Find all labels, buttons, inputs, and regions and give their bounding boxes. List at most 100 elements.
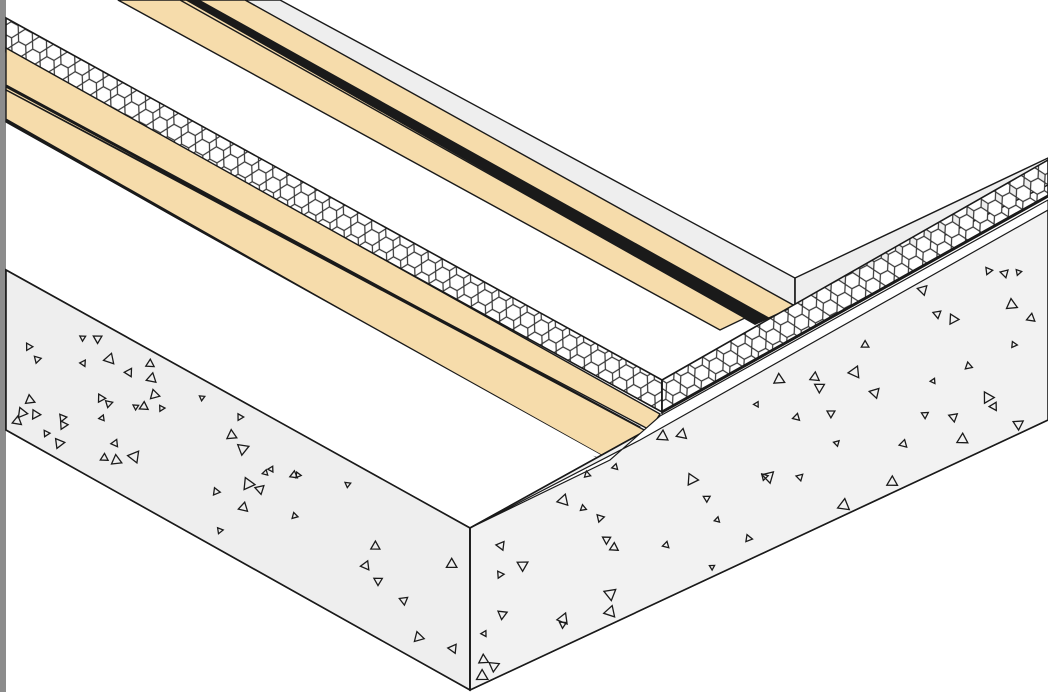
aggregate-speck (947, 412, 959, 424)
aggregate-speck (832, 439, 841, 448)
aggregate-speck (655, 428, 669, 441)
aggregate-speck (102, 352, 115, 365)
aggregate-speck (836, 497, 851, 511)
aggregate-speck (579, 503, 588, 512)
aggregate-speck (149, 388, 162, 400)
aggregate-speck (144, 371, 157, 384)
aggregate-speck (260, 468, 269, 477)
aggregate-speck (602, 588, 617, 602)
aggregate-speck (760, 470, 775, 485)
aggregate-speck (702, 495, 712, 504)
aggregate-speck (31, 408, 43, 421)
aggregate-speck (558, 621, 568, 630)
aggregate-speck (608, 541, 620, 552)
aggregate-speck (359, 559, 370, 571)
aggregate-speck (920, 411, 930, 421)
aggregate-speck (446, 643, 457, 655)
aggregate-speck (97, 413, 105, 422)
aggregate-speck (243, 476, 257, 491)
aggregate-speck (987, 401, 997, 412)
aggregate-speck (791, 412, 801, 422)
aggregate-speck (236, 443, 251, 457)
aggregate-speck (488, 661, 501, 674)
floor-surface (6, 124, 610, 460)
aggregate-speck (216, 526, 225, 535)
aggregate-speck (477, 652, 490, 664)
aggregate-speck (516, 561, 530, 573)
aggregate-speck (931, 310, 942, 320)
aggregate-speck (983, 390, 996, 405)
aggregate-speck (583, 469, 592, 478)
upper-timber-strips (117, 0, 797, 331)
aggregate-speck (496, 570, 506, 580)
aggregate-speck (1005, 297, 1019, 310)
aggregate-speck (291, 511, 300, 520)
aggregate-speck (159, 404, 167, 413)
left-edge-strip (0, 0, 6, 692)
aggregate-speck (212, 486, 222, 497)
insulation-mesh-layer (5, 16, 1048, 414)
aggregate-speck (928, 377, 936, 385)
aggregate-speck (712, 515, 721, 523)
aggregate-speck (369, 539, 382, 550)
aggregate-speck (78, 359, 87, 368)
aggregate-speck (708, 564, 716, 572)
concrete-aggregate-speckles (10, 266, 1036, 681)
aggregate-speck (343, 481, 352, 489)
aggregate-speck (109, 438, 119, 448)
aggregate-speck (225, 428, 238, 440)
aggregate-speck (494, 540, 505, 552)
aggregate-speck (885, 474, 899, 486)
aggregate-speck (867, 387, 880, 400)
aggregate-speck (674, 427, 688, 440)
aggregate-speck (1011, 420, 1025, 432)
aggregate-speck (131, 404, 140, 412)
aggregate-speck (198, 395, 206, 403)
aggregate-speck (92, 335, 104, 345)
aggregate-speck (237, 500, 249, 513)
aggregate-speck (846, 364, 860, 379)
aggregate-speck (58, 413, 69, 424)
aggregate-speck (17, 406, 29, 419)
aggregate-speck (752, 400, 759, 409)
aggregate-speck (496, 610, 509, 621)
aggregate-speck (43, 429, 52, 438)
aggregate-speck (687, 472, 700, 487)
aggregate-speck (955, 431, 969, 444)
aggregate-speck (138, 400, 150, 411)
aggregate-speck (126, 450, 140, 465)
aggregate-speck (372, 577, 384, 587)
aggregate-speck (1011, 340, 1019, 349)
aggregate-speck (479, 629, 487, 638)
aggregate-speck (24, 393, 37, 405)
aggregate-speck (1015, 268, 1023, 277)
aggregate-speck (661, 540, 670, 549)
aggregate-speck (601, 536, 612, 546)
aggregate-speck (110, 453, 123, 465)
aggregate-speck (266, 465, 274, 474)
aggregate-speck (772, 372, 786, 384)
aggregate-speck (916, 284, 928, 297)
aggregate-speck (610, 462, 619, 471)
aggregate-speck (10, 414, 23, 426)
aggregate-speck (602, 604, 616, 618)
aggregate-speck (288, 469, 299, 479)
aggregate-speck (59, 419, 70, 431)
aggregate-speck (825, 410, 837, 420)
aggregate-speck (985, 266, 994, 276)
aggregate-speck (398, 596, 409, 607)
aggregate-speck (99, 452, 110, 461)
aggregate-speck (794, 473, 804, 483)
aggregate-speck (808, 370, 821, 382)
aggregate-speck (97, 392, 108, 404)
aggregate-speck (596, 513, 606, 524)
aggregate-speck (144, 357, 156, 368)
aggregate-speck (860, 339, 871, 348)
concrete-slab (5, 199, 1048, 692)
aggregate-speck (122, 367, 133, 378)
aggregate-speck (413, 630, 426, 643)
aggregate-speck (78, 335, 87, 343)
aggregate-speck (998, 269, 1009, 280)
